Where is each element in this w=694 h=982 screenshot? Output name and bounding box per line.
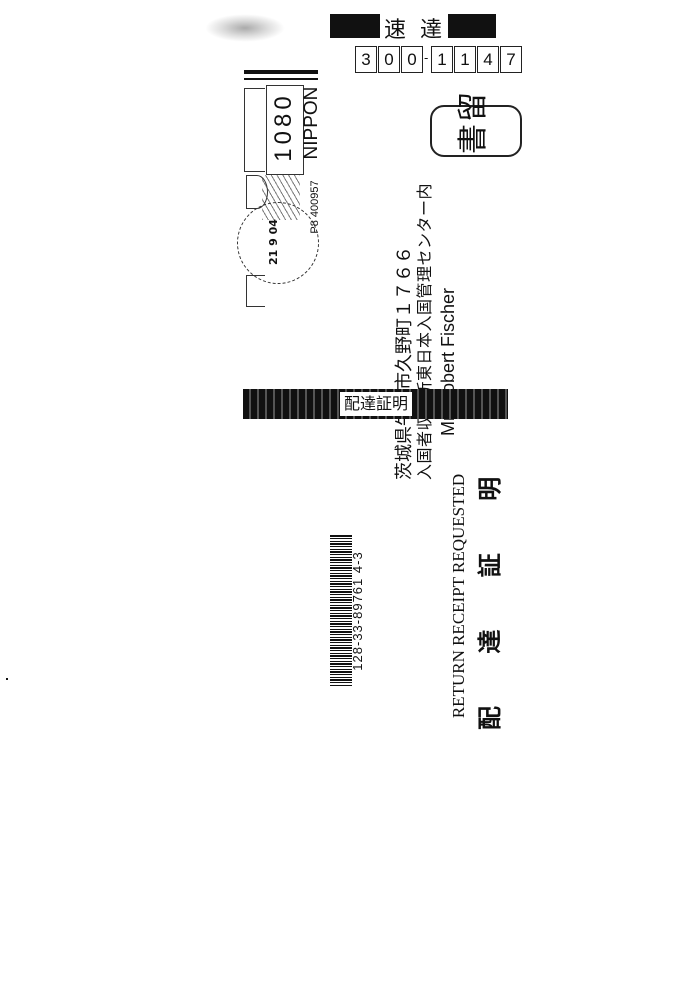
postal-digit: 1 (431, 46, 453, 73)
postal-dash: - (424, 51, 429, 65)
express-label-right-block (448, 14, 496, 38)
postal-digit: 3 (355, 46, 377, 73)
postal-digit: 4 (477, 46, 499, 73)
registered-stamp (430, 105, 522, 157)
ink-smudge (205, 14, 285, 42)
delivery-certificate-title: 配 達 証 明 (475, 454, 504, 730)
postal-digit: 0 (378, 46, 400, 73)
stray-dot (6, 678, 8, 680)
barcode (330, 535, 352, 687)
meter-country: NIPPON (301, 86, 322, 160)
address-line2: 入国者収容所東日本入国管理センター内 (415, 182, 434, 480)
barcode-number: 128-33-89761 4-3 (350, 551, 365, 671)
delivery-band-label: 配達証明 (340, 392, 413, 416)
return-receipt-text: RETURN RECEIPT REQUESTED (449, 473, 468, 719)
postmark-circle (237, 202, 319, 284)
address-line1: 茨城県牛久市久野町１７６６ (394, 246, 415, 480)
express-label-left-block (330, 14, 380, 38)
registered-stamp-text: 書留 (456, 90, 491, 154)
meter-amount: 1080 (270, 92, 297, 162)
postal-digit: 1 (454, 46, 476, 73)
postmark-date: 21 9 04 (267, 219, 280, 265)
postal-digit: 0 (401, 46, 423, 73)
postal-digit: 7 (500, 46, 522, 73)
express-label: 速達 (384, 18, 457, 43)
